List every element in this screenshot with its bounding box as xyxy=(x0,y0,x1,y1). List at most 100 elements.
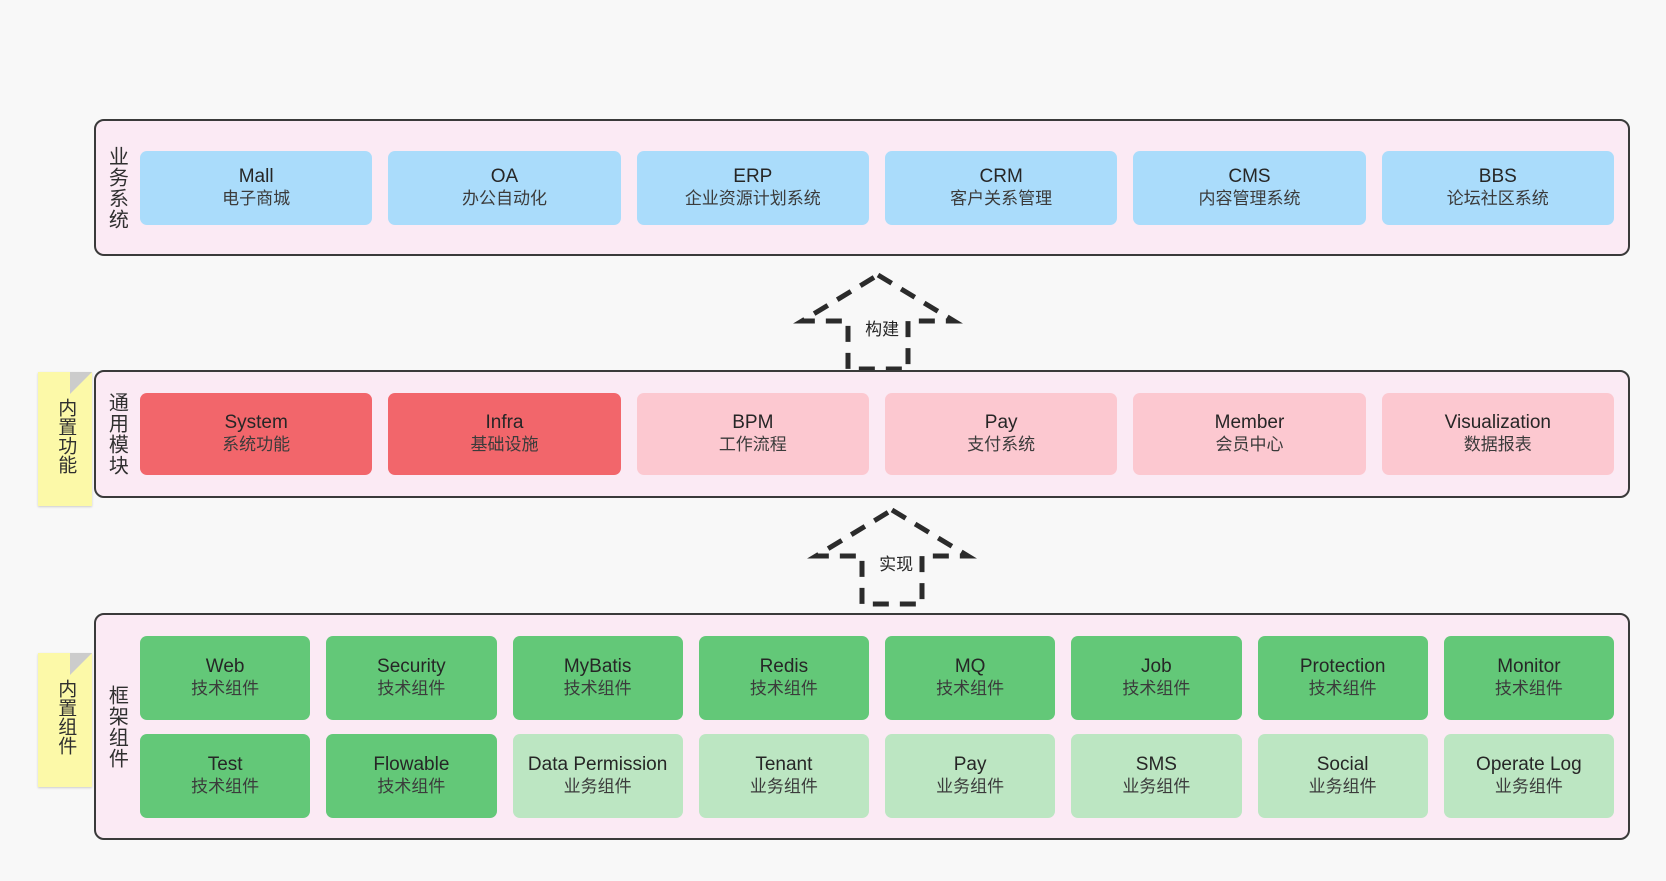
box-protection-name: Protection xyxy=(1299,655,1386,677)
layer-framework-components-title: 框架组件 xyxy=(105,684,128,769)
box-social[interactable]: Social 业务组件 xyxy=(1257,733,1428,818)
box-pay-module[interactable]: Pay 支付系统 xyxy=(884,393,1118,475)
box-infra-desc: 基础设施 xyxy=(470,435,539,455)
box-visualization-desc: 数据报表 xyxy=(1463,435,1532,455)
layer-framework-components: 框架组件 Web 技术组件 Security 技术组件 MyBatis 技术组件… xyxy=(94,613,1630,840)
box-system-name: System xyxy=(224,412,288,434)
box-web[interactable]: Web 技术组件 xyxy=(140,635,311,720)
layer-business-systems-body: Mall 电子商城 OA 办公自动化 ERP 企业资源计划系统 CRM 客户关系… xyxy=(136,121,1628,254)
layer-common-modules: 通用模块 System 系统功能 Infra 基础设施 BPM 工作流程 Pay… xyxy=(94,370,1630,498)
box-tenant-name: Tenant xyxy=(755,753,813,775)
box-system[interactable]: System 系统功能 xyxy=(140,393,373,475)
sticky-note-builtin-components-label: 内置组件 xyxy=(55,679,77,755)
layer-common-modules-title: 通用模块 xyxy=(105,392,128,476)
layer-business-systems-title: 业务系统 xyxy=(105,145,128,230)
layer-common-modules-body: System 系统功能 Infra 基础设施 BPM 工作流程 Pay 支付系统… xyxy=(136,372,1628,496)
box-data-permission-desc: 业务组件 xyxy=(563,776,632,796)
generalization-arrow-build-glyph xyxy=(793,272,963,372)
box-visualization-name: Visualization xyxy=(1444,412,1551,434)
box-test-desc: 技术组件 xyxy=(191,776,260,796)
box-pay-component-name: Pay xyxy=(953,753,987,775)
box-sms-name: SMS xyxy=(1135,753,1177,775)
box-monitor-desc: 技术组件 xyxy=(1494,678,1563,698)
box-data-permission[interactable]: Data Permission 业务组件 xyxy=(512,733,683,818)
box-bbs-desc: 论坛社区系统 xyxy=(1446,188,1549,208)
box-protection[interactable]: Protection 技术组件 xyxy=(1257,635,1428,720)
box-flowable[interactable]: Flowable 技术组件 xyxy=(326,733,497,818)
box-member-name: Member xyxy=(1214,412,1285,434)
layer-business-systems: 业务系统 Mall 电子商城 OA 办公自动化 ERP 企业资源计划系统 CRM… xyxy=(94,119,1630,256)
box-social-name: Social xyxy=(1316,753,1369,775)
box-bbs-name: BBS xyxy=(1478,165,1517,187)
box-member[interactable]: Member 会员中心 xyxy=(1133,393,1366,475)
box-cms-name: CMS xyxy=(1228,165,1271,187)
box-job-desc: 技术组件 xyxy=(1122,678,1191,698)
box-protection-desc: 技术组件 xyxy=(1308,678,1377,698)
box-redis-desc: 技术组件 xyxy=(749,678,818,698)
box-flowable-name: Flowable xyxy=(373,753,450,775)
sticky-note-builtin-functions: 内置功能 xyxy=(38,372,92,506)
box-web-desc: 技术组件 xyxy=(191,678,260,698)
box-sms-desc: 业务组件 xyxy=(1122,776,1191,796)
box-bpm[interactable]: BPM 工作流程 xyxy=(636,393,869,475)
box-security[interactable]: Security 技术组件 xyxy=(326,635,497,720)
box-infra-name: Infra xyxy=(485,412,524,434)
box-mybatis[interactable]: MyBatis 技术组件 xyxy=(512,635,683,720)
box-operate-log-desc: 业务组件 xyxy=(1494,776,1563,796)
box-test-name: Test xyxy=(207,753,243,775)
box-operate-log[interactable]: Operate Log 业务组件 xyxy=(1443,733,1614,818)
box-oa-name: OA xyxy=(490,165,519,187)
box-mall[interactable]: Mall 电子商城 xyxy=(140,150,373,225)
box-security-name: Security xyxy=(377,655,446,677)
generalization-arrow-implement-label: 实现 xyxy=(879,555,914,574)
generalization-arrow-build: 构建 xyxy=(793,272,963,373)
box-pay-module-desc: 支付系统 xyxy=(967,435,1036,455)
box-pay-component[interactable]: Pay 业务组件 xyxy=(885,733,1056,818)
box-bpm-desc: 工作流程 xyxy=(718,435,787,455)
sticky-note-builtin-components: 内置组件 xyxy=(38,653,92,787)
box-system-desc: 系统功能 xyxy=(222,435,291,455)
box-cms[interactable]: CMS 内容管理系统 xyxy=(1133,150,1366,225)
generalization-arrow-implement: 实现 xyxy=(807,507,977,608)
box-infra[interactable]: Infra 基础设施 xyxy=(388,393,621,475)
box-pay-module-name: Pay xyxy=(984,412,1018,434)
box-operate-log-name: Operate Log xyxy=(1476,753,1582,775)
box-tenant-desc: 业务组件 xyxy=(749,776,818,796)
box-erp[interactable]: ERP 企业资源计划系统 xyxy=(636,150,869,225)
box-mybatis-desc: 技术组件 xyxy=(563,678,632,698)
box-mall-desc: 电子商城 xyxy=(222,188,291,208)
box-job-name: Job xyxy=(1141,655,1172,677)
box-crm[interactable]: CRM 客户关系管理 xyxy=(884,150,1118,225)
box-mybatis-name: MyBatis xyxy=(563,655,632,677)
common-modules-row: System 系统功能 Infra 基础设施 BPM 工作流程 Pay 支付系统… xyxy=(140,393,1614,475)
box-oa[interactable]: OA 办公自动化 xyxy=(388,150,621,225)
box-flowable-desc: 技术组件 xyxy=(377,776,446,796)
framework-tech-row: Web 技术组件 Security 技术组件 MyBatis 技术组件 Redi… xyxy=(140,635,1614,720)
generalization-arrow-implement-glyph xyxy=(807,507,977,607)
box-cms-desc: 内容管理系统 xyxy=(1198,188,1301,208)
box-web-name: Web xyxy=(205,655,245,677)
box-bpm-name: BPM xyxy=(732,412,774,434)
box-test[interactable]: Test 技术组件 xyxy=(140,733,311,818)
sticky-note-builtin-functions-label: 内置功能 xyxy=(55,398,77,474)
framework-business-row: Test 技术组件 Flowable 技术组件 Data Permission … xyxy=(140,733,1614,818)
box-mall-name: Mall xyxy=(238,165,274,187)
box-member-desc: 会员中心 xyxy=(1215,435,1284,455)
box-monitor[interactable]: Monitor 技术组件 xyxy=(1443,635,1614,720)
box-security-desc: 技术组件 xyxy=(377,678,446,698)
business-systems-row: Mall 电子商城 OA 办公自动化 ERP 企业资源计划系统 CRM 客户关系… xyxy=(140,150,1614,225)
box-tenant[interactable]: Tenant 业务组件 xyxy=(698,733,869,818)
box-job[interactable]: Job 技术组件 xyxy=(1071,635,1242,720)
box-erp-name: ERP xyxy=(733,165,773,187)
box-erp-desc: 企业资源计划系统 xyxy=(684,188,821,208)
layer-framework-components-body: Web 技术组件 Security 技术组件 MyBatis 技术组件 Redi… xyxy=(136,615,1628,838)
generalization-arrow-build-label: 构建 xyxy=(865,320,900,339)
box-mq[interactable]: MQ 技术组件 xyxy=(885,635,1056,720)
box-redis[interactable]: Redis 技术组件 xyxy=(698,635,869,720)
box-pay-component-desc: 业务组件 xyxy=(936,776,1005,796)
box-bbs[interactable]: BBS 论坛社区系统 xyxy=(1381,150,1614,225)
box-mq-name: MQ xyxy=(954,655,986,677)
box-visualization[interactable]: Visualization 数据报表 xyxy=(1381,393,1614,475)
box-sms[interactable]: SMS 业务组件 xyxy=(1071,733,1242,818)
